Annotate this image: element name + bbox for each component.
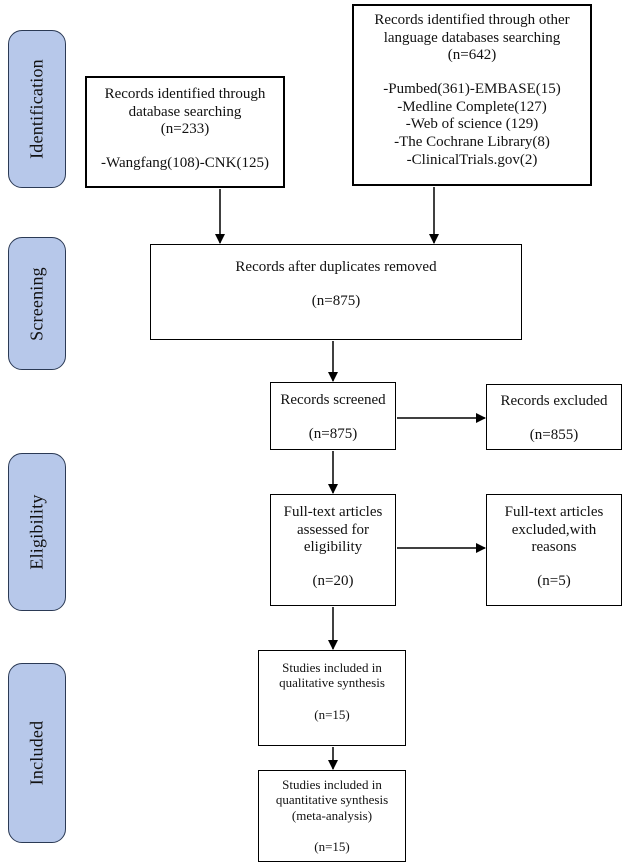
box-fulltext-assessed: Full-text articles assessed for eligibil… <box>270 494 396 606</box>
box-duplicates-removed: Records after duplicates removed (n=875) <box>150 244 522 340</box>
quantitative-line-2: quantitative synthesis <box>275 792 389 808</box>
other-language-detail-5: -ClinicalTrials.gov(2) <box>406 151 538 168</box>
qualitative-count: (n=15) <box>314 706 350 722</box>
stage-eligibility-label: Eligibility <box>26 494 47 570</box>
records-screened-count: (n=875) <box>308 425 358 442</box>
database-search-line-1: Records identified through <box>104 86 266 102</box>
box-database-search: Records identified through database sear… <box>85 76 285 188</box>
qualitative-line-1: Studies included in <box>282 660 382 675</box>
fulltext-excluded-count: (n=5) <box>537 573 571 590</box>
stage-included: Included <box>8 663 66 843</box>
fulltext-assessed-line-1: Full-text articles <box>283 504 383 520</box>
other-language-detail-2: -Medline Complete(127) <box>397 98 547 115</box>
quantitative-count: (n=15) <box>314 838 350 854</box>
records-screened-label: Records screened <box>280 392 386 408</box>
other-language-detail-3: -Web of science (129) <box>405 116 539 133</box>
qualitative-line-2: qualitative synthesis <box>279 675 385 691</box>
other-language-count: (n=642) <box>447 47 497 64</box>
fulltext-excluded-line-1: Full-text articles <box>504 504 604 520</box>
box-quantitative-synthesis: Studies included in quantitative synthes… <box>258 770 406 862</box>
quantitative-line-1: Studies included in <box>282 777 382 792</box>
fulltext-assessed-line-3: eligibility <box>303 539 363 556</box>
stage-identification-label: Identification <box>26 59 47 159</box>
duplicates-removed-label: Records after duplicates removed <box>235 259 437 275</box>
fulltext-excluded-line-3: reasons <box>531 539 577 556</box>
box-qualitative-synthesis: Studies included in qualitative synthesi… <box>258 650 406 746</box>
stage-eligibility: Eligibility <box>8 453 66 611</box>
records-excluded-label: Records excluded <box>500 393 608 409</box>
other-language-line-2: language databases searching <box>383 29 561 46</box>
other-language-line-1: Records identified through other <box>374 12 570 28</box>
duplicates-removed-count: (n=875) <box>311 292 361 309</box>
database-search-line-2: database searching <box>128 103 242 120</box>
stage-screening: Screening <box>8 237 66 370</box>
fulltext-assessed-line-2: assessed for <box>296 521 370 538</box>
stage-screening-label: Screening <box>26 266 47 341</box>
box-records-screened: Records screened (n=875) <box>270 382 396 450</box>
quantitative-line-3: (meta-analysis) <box>291 807 373 823</box>
database-search-detail: -Wangfang(108)-CNK(125) <box>101 155 269 172</box>
fulltext-excluded-line-2: excluded,with <box>511 521 597 538</box>
database-search-count: (n=233) <box>160 121 210 138</box>
other-language-detail-1: -Pumbed(361)-EMBASE(15) <box>383 81 561 98</box>
stage-included-label: Included <box>26 720 47 786</box>
box-other-language-search: Records identified through other languag… <box>352 4 592 186</box>
other-language-detail-4: -The Cochrane Library(8) <box>394 134 550 151</box>
records-excluded-count: (n=855) <box>529 426 579 443</box>
box-records-excluded: Records excluded (n=855) <box>486 384 622 450</box>
box-fulltext-excluded: Full-text articles excluded,with reasons… <box>486 494 622 606</box>
stage-identification: Identification <box>8 30 66 188</box>
fulltext-assessed-count: (n=20) <box>312 573 354 590</box>
